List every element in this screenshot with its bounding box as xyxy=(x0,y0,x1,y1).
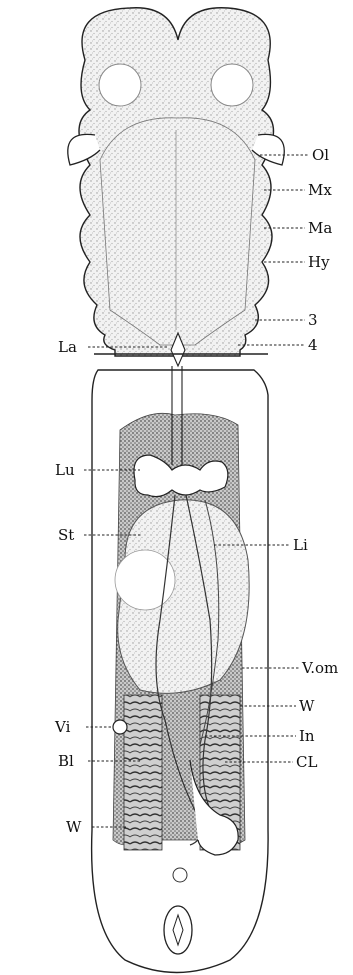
label-cl: CL xyxy=(296,753,317,771)
label-ol: Ol xyxy=(312,146,329,164)
label-vi: Vi xyxy=(54,718,71,736)
left-wolffian-body xyxy=(124,695,162,850)
label-lu: Lu xyxy=(55,461,75,479)
label-ma: Ma xyxy=(308,219,332,237)
stomach xyxy=(115,550,175,610)
label-w-left: W xyxy=(66,818,82,836)
label-w-right: W xyxy=(299,697,315,715)
label-mx: Mx xyxy=(308,181,332,199)
head xyxy=(68,8,284,366)
left-eye xyxy=(99,64,141,106)
label-li: Li xyxy=(293,536,308,554)
label-hy: Hy xyxy=(308,253,330,271)
label-vom: V.om xyxy=(301,659,338,677)
label-st: St xyxy=(58,526,74,544)
label-in: In xyxy=(299,727,315,745)
label-la: La xyxy=(58,338,77,356)
label-4: 4 xyxy=(308,336,318,354)
label-3: 3 xyxy=(308,311,318,329)
body xyxy=(92,354,268,973)
right-eye xyxy=(211,64,253,106)
label-bl: Bl xyxy=(58,752,74,770)
head-inner xyxy=(100,118,255,345)
vitelline-vein xyxy=(113,720,127,734)
tail-circle xyxy=(173,868,187,882)
